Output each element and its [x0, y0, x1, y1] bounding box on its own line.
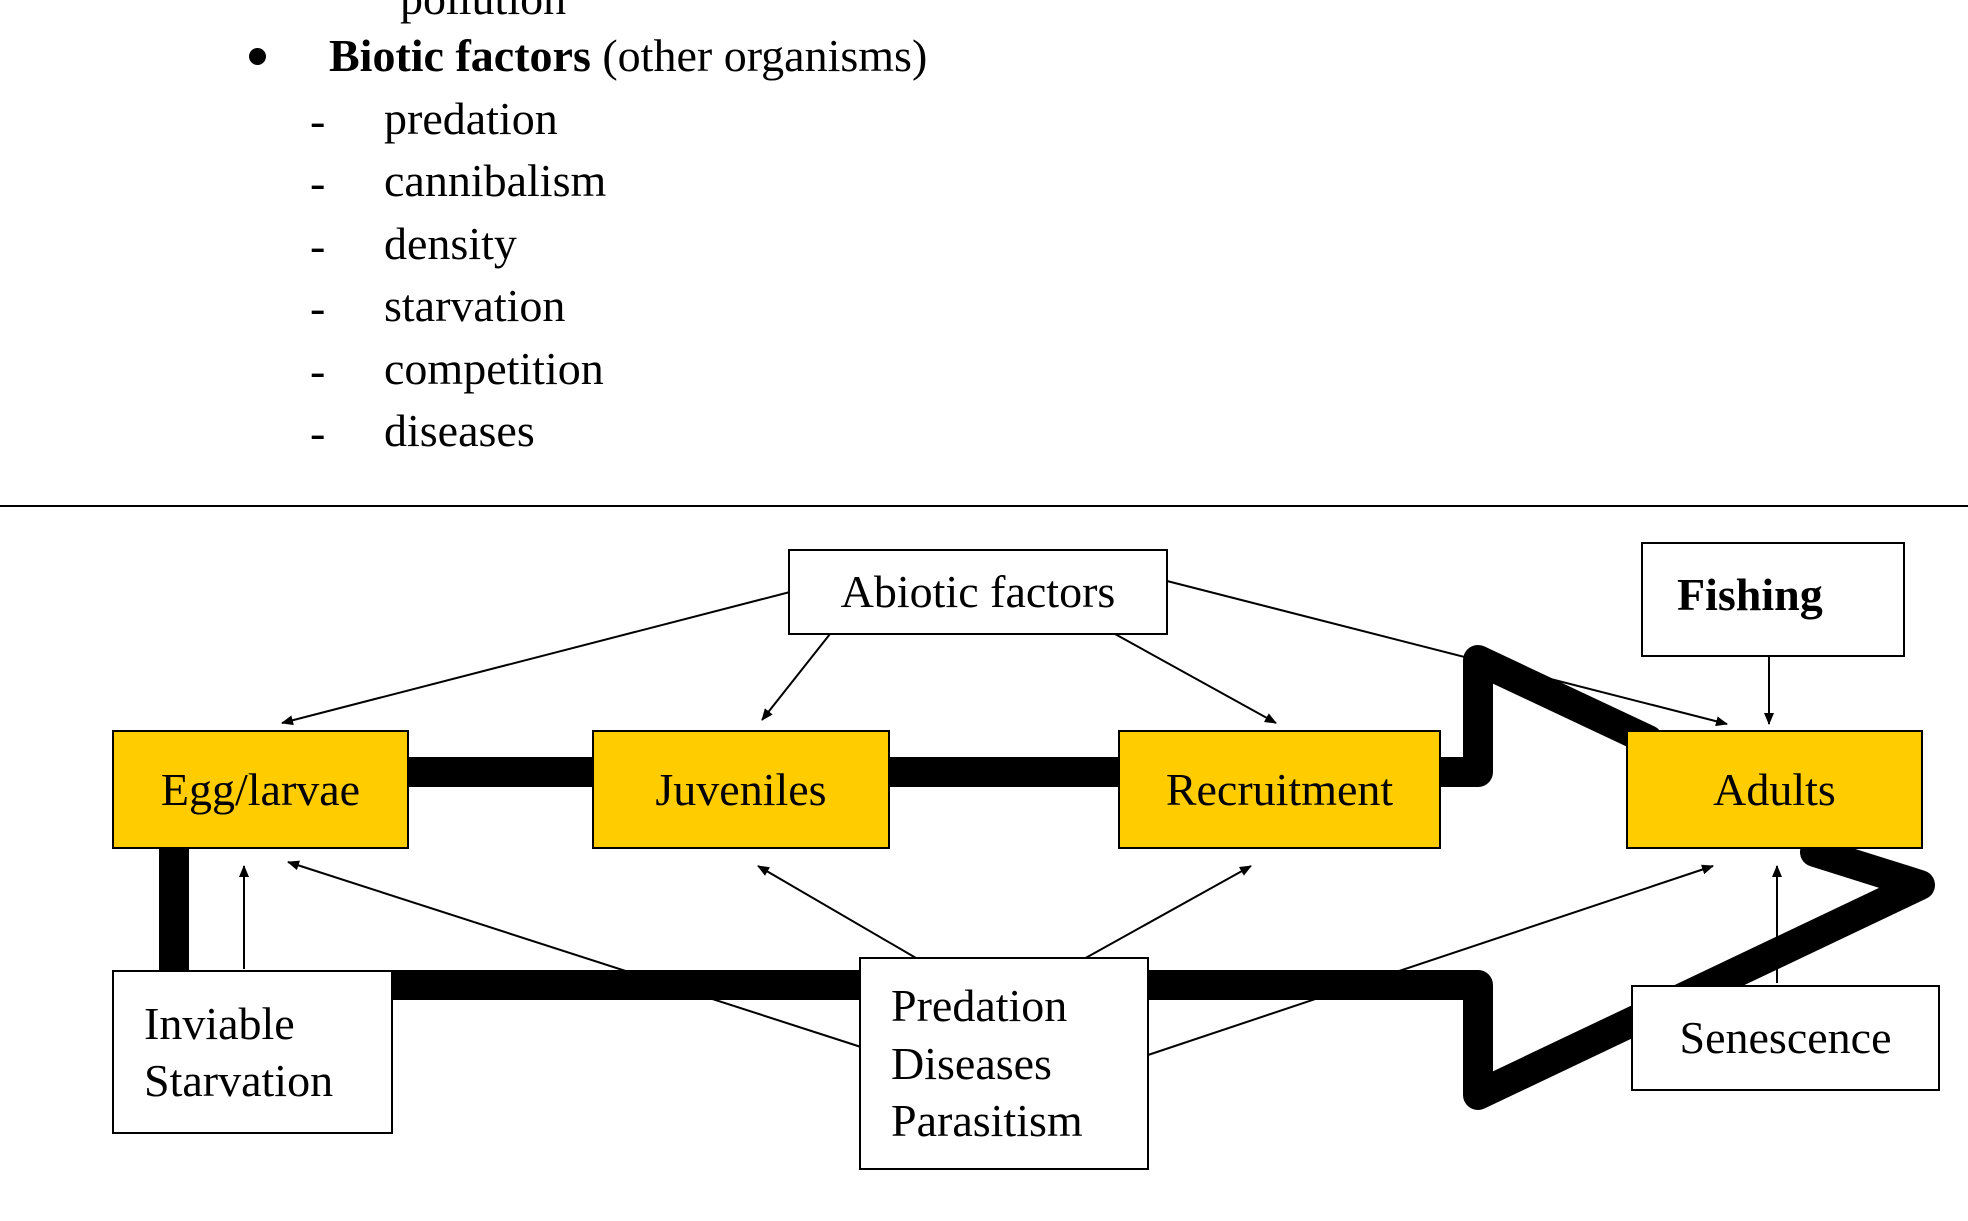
predation-diseases-parasitism-box: Predation Diseases Parasitism [859, 957, 1149, 1170]
fishing-label: Fishing [1677, 569, 1823, 620]
list-item-density: density [384, 218, 517, 269]
list-item-competition: competition [384, 343, 604, 394]
section-divider [0, 505, 1968, 507]
biotic-note: (other organisms) [602, 30, 928, 81]
mortality-label: Inviable [144, 997, 295, 1049]
arrow-predation-to-recruitment [1081, 865, 1252, 961]
bullet-point [249, 48, 266, 65]
list-dash: - [310, 95, 326, 146]
stage-egg-larvae: Egg/larvae [112, 730, 409, 849]
list-dash: - [310, 345, 326, 396]
arrow-abiotic-to-juveniles [761, 633, 831, 721]
list-dash: - [310, 407, 326, 458]
list-item-starvation: starvation [384, 280, 566, 331]
list-item-predation: predation [384, 93, 558, 144]
stage-recruitment: Recruitment [1118, 730, 1441, 849]
biotic-heading: Biotic factors [329, 30, 591, 81]
stage-adults: Adults [1626, 730, 1923, 849]
influence-arrows [239, 580, 1782, 1056]
mortality-label: Starvation [144, 1055, 334, 1106]
list-dash: - [310, 157, 326, 208]
mortality-label: Parasitism [891, 1095, 1083, 1147]
arrow-predation-to-juveniles [757, 865, 917, 959]
stage-juveniles: Juveniles [592, 730, 890, 849]
fishing-box: Fishing [1641, 542, 1905, 657]
list-item-cannibalism: cannibalism [384, 155, 607, 206]
path-recruitment-to-adults [1423, 645, 1663, 787]
cut-off-list-item: pollution [400, 0, 566, 22]
abiotic-factors-box: Abiotic factors [788, 549, 1168, 635]
mortality-label: Diseases [891, 1037, 1052, 1089]
list-dash: - [310, 220, 326, 271]
arrow-predation-to-egg [287, 860, 862, 1048]
senescence-box: Senescence [1631, 985, 1940, 1091]
list-dash: - [310, 282, 326, 333]
arrow-predation-to-adults [1147, 864, 1714, 1056]
arrow-abiotic-to-egg [281, 591, 791, 726]
list-item-diseases: diseases [384, 405, 535, 456]
arrow-abiotic-to-recruitment [1114, 633, 1277, 724]
inviable-starvation-box: Inviable Starvation [112, 970, 393, 1134]
mortality-label: Predation [891, 980, 1068, 1032]
biotic-factors-line: Biotic factors (other organisms) [329, 33, 927, 79]
arrow-abiotic-to-adults [1166, 580, 1728, 727]
